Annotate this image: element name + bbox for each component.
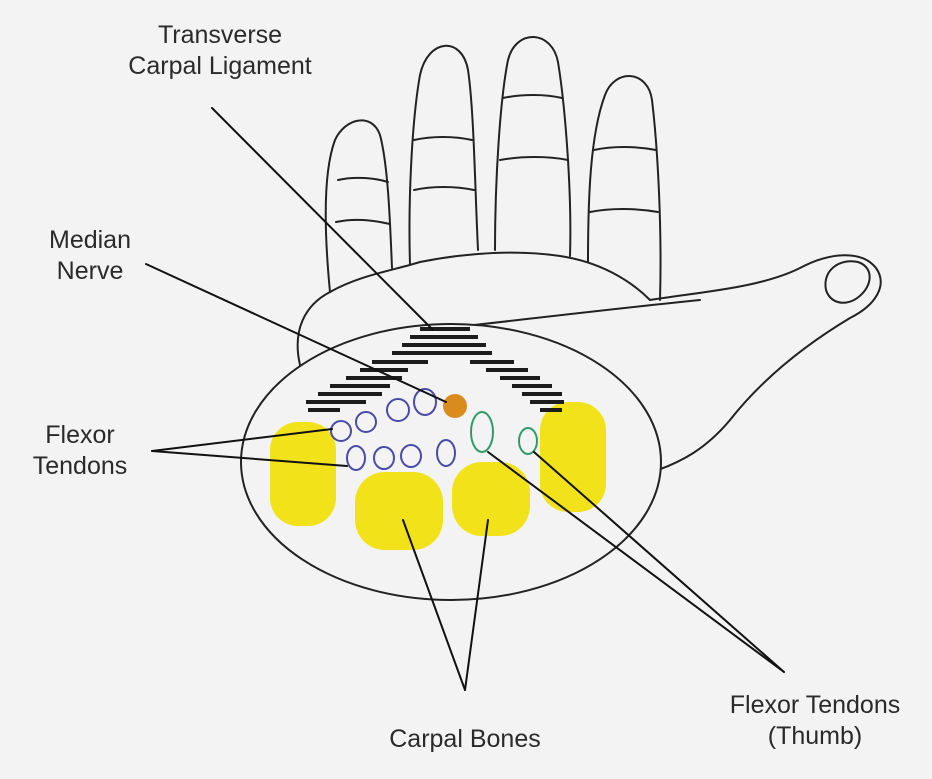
label-median-nerve: Median Nerve xyxy=(20,225,160,287)
label-flexor-tendons: Flexor Tendons xyxy=(15,420,145,482)
label-carpal-bones: Carpal Bones xyxy=(360,724,570,755)
finger-crease xyxy=(338,178,388,182)
ligament-fiber xyxy=(470,360,514,364)
little-finger-outline xyxy=(326,120,392,292)
carpal-bone xyxy=(452,462,530,536)
ligament-fiber xyxy=(522,392,562,396)
ligament-fiber xyxy=(486,368,528,372)
ligament-fiber xyxy=(306,400,366,404)
label-line: Flexor Tendons xyxy=(705,690,925,721)
finger-crease xyxy=(594,147,656,150)
finger-crease xyxy=(503,95,562,98)
ligament-fiber xyxy=(318,392,382,396)
carpal-bone xyxy=(270,422,336,526)
ligament-fiber xyxy=(402,343,486,347)
carpal-bone xyxy=(355,472,443,550)
label-line: Carpal Bones xyxy=(360,724,570,755)
ligament-fiber xyxy=(512,384,552,388)
ring-finger-outline xyxy=(409,46,478,264)
finger-crease xyxy=(500,157,568,160)
ligament-fiber xyxy=(540,408,562,412)
label-line: Median xyxy=(20,225,160,256)
ligament-fiber xyxy=(308,408,340,412)
label-line: (Thumb) xyxy=(705,721,925,752)
label-line: Transverse xyxy=(80,20,360,51)
thumbnail-outline xyxy=(825,261,869,303)
ligament-fiber xyxy=(530,400,564,404)
median-nerve xyxy=(443,394,467,418)
finger-crease xyxy=(414,137,472,140)
label-line: Nerve xyxy=(20,256,160,287)
ligament-fiber xyxy=(330,384,390,388)
ligament-fiber xyxy=(372,360,428,364)
finger-crease xyxy=(590,209,658,212)
finger-crease xyxy=(336,220,390,224)
middle-finger-outline xyxy=(495,37,570,256)
label-line: Carpal Ligament xyxy=(80,51,360,82)
label-line: Tendons xyxy=(15,451,145,482)
ligament-fiber xyxy=(420,327,470,331)
carpal-bone xyxy=(540,402,606,512)
ligament-fiber xyxy=(500,376,540,380)
ligament-fiber xyxy=(360,368,408,372)
label-transverse-carpal-ligament: Transverse Carpal Ligament xyxy=(80,20,360,82)
ligament-fiber xyxy=(410,335,478,339)
finger-crease xyxy=(414,187,474,190)
label-line: Flexor xyxy=(15,420,145,451)
label-flexor-tendons-thumb: Flexor Tendons (Thumb) xyxy=(705,690,925,752)
ligament-fiber xyxy=(392,351,492,355)
